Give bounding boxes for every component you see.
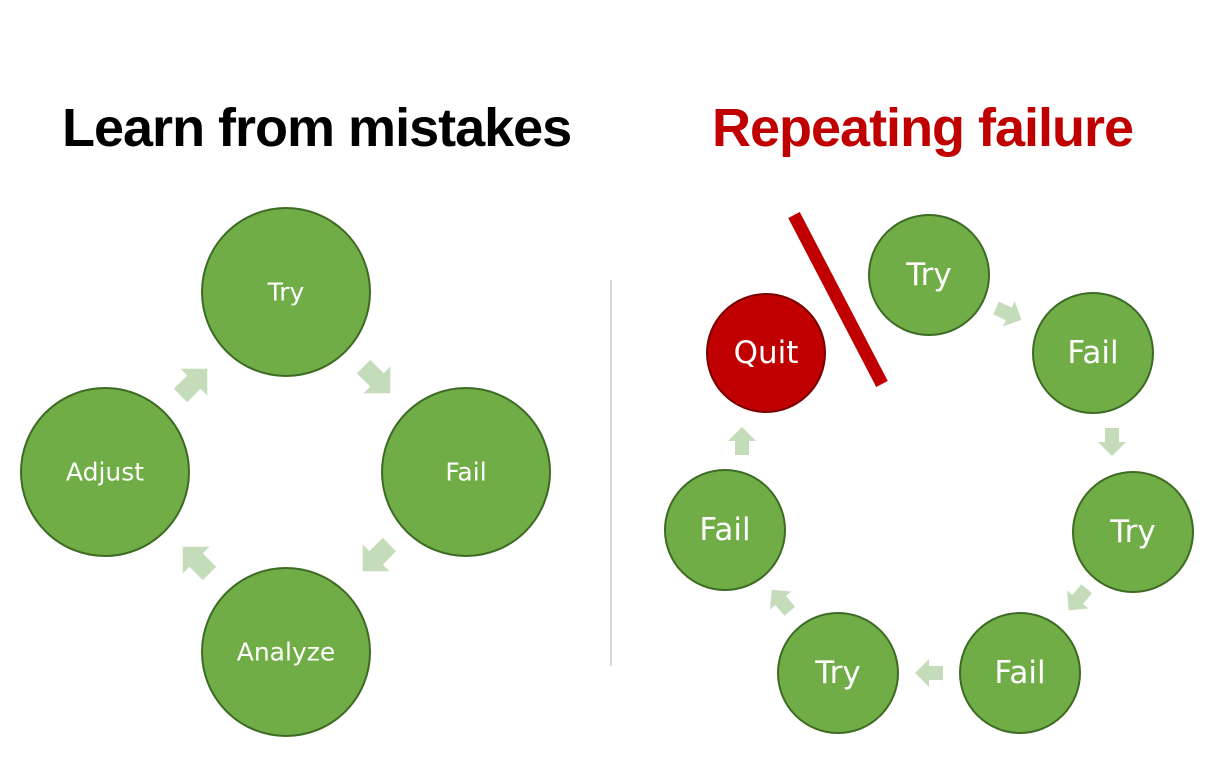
arrow-4 <box>915 659 943 687</box>
node-quit-7: Quit <box>706 293 826 413</box>
node-try-label: Try <box>267 278 305 307</box>
node-try-1-circle <box>868 214 990 336</box>
node-fail-2-label: Fail <box>1067 335 1118 371</box>
arrow-2 <box>1098 428 1126 456</box>
node-fail-2-circle <box>1032 292 1154 414</box>
node-fail-6-label: Fail <box>699 512 750 548</box>
arrow-6 <box>728 427 756 455</box>
node-try-5: Try <box>777 612 899 734</box>
node-try-5-circle <box>777 612 899 734</box>
node-try: Try <box>201 207 371 377</box>
arrow-analyze-to-adjust <box>182 546 217 581</box>
node-analyze-circle <box>201 567 371 737</box>
node-adjust: Adjust <box>20 387 190 557</box>
node-fail-4: Fail <box>959 612 1081 734</box>
node-fail-6: Fail <box>664 469 786 591</box>
title-repeating-failure: Repeating failure <box>712 98 1134 158</box>
break-slash <box>788 211 888 388</box>
arrow-try-to-fail <box>356 359 391 394</box>
node-analyze: Analyze <box>201 567 371 737</box>
node-try-1-label: Try <box>905 257 951 293</box>
node-adjust-circle <box>20 387 190 557</box>
node-quit-7-circle <box>706 293 826 413</box>
arrow-fail-to-analyze <box>362 537 397 572</box>
node-fail-circle <box>381 387 551 557</box>
node-fail-4-label: Fail <box>994 655 1045 691</box>
node-try-5-label: Try <box>814 655 860 691</box>
node-fail-4-circle <box>959 612 1081 734</box>
node-fail-6-circle <box>664 469 786 591</box>
node-analyze-label: Analyze <box>237 638 336 667</box>
node-try-3-label: Try <box>1109 514 1155 550</box>
node-try-1: Try <box>868 214 990 336</box>
node-adjust-label: Adjust <box>66 458 144 487</box>
node-fail-label: Fail <box>445 458 486 487</box>
node-try-3: Try <box>1072 471 1194 593</box>
arrow-1 <box>993 301 1022 327</box>
arrow-5 <box>769 589 796 616</box>
node-try-circle <box>201 207 371 377</box>
arrow-3 <box>1066 584 1093 611</box>
node-fail: Fail <box>381 387 551 557</box>
panel-divider <box>610 280 612 666</box>
node-fail-2: Fail <box>1032 292 1154 414</box>
node-quit-7-label: Quit <box>734 335 799 371</box>
node-try-3-circle <box>1072 471 1194 593</box>
title-learn-from-mistakes: Learn from mistakes <box>62 98 572 158</box>
arrow-adjust-to-try <box>173 368 208 403</box>
